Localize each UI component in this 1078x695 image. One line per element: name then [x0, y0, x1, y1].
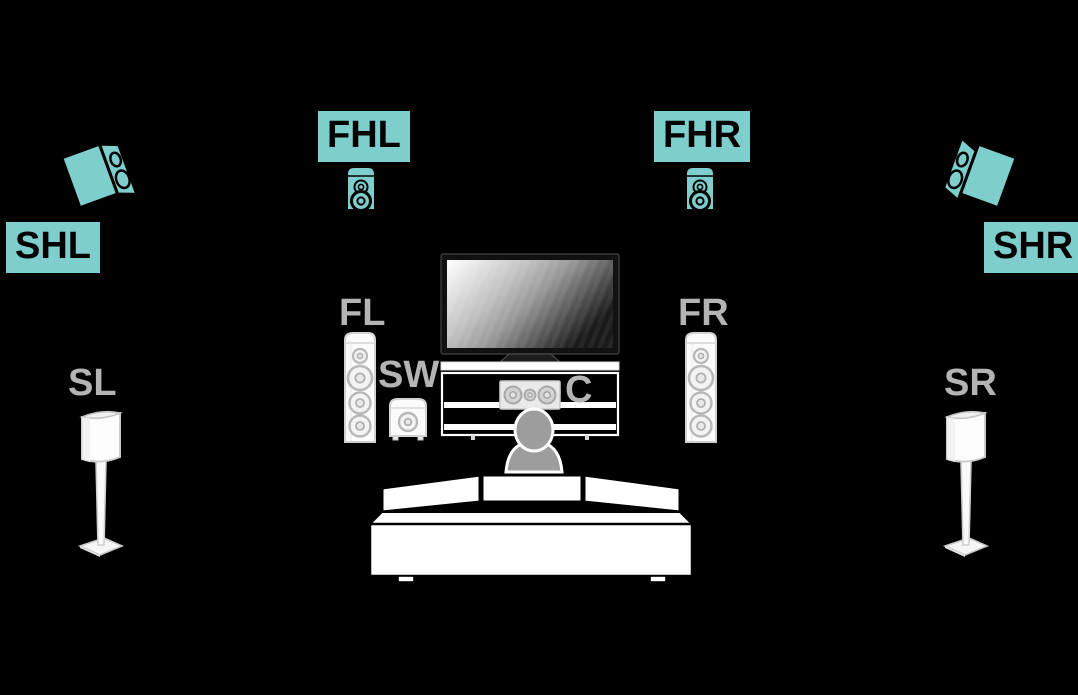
speaker-sw — [386, 393, 430, 443]
listener — [498, 407, 570, 474]
sofa — [367, 462, 695, 588]
label-fr: FR — [678, 292, 729, 334]
label-sr: SR — [944, 362, 997, 404]
speaker-sr — [935, 405, 997, 560]
speaker-fl — [340, 330, 380, 448]
label-sl: SL — [68, 362, 117, 404]
speaker-shl — [55, 136, 145, 220]
speaker-sl — [70, 405, 132, 560]
speaker-fhl — [343, 164, 379, 214]
label-c: C — [565, 369, 593, 411]
label-fl: FL — [339, 292, 386, 334]
label-shl: SHL — [6, 222, 100, 273]
speaker-center — [499, 380, 561, 410]
label-shr: SHR — [984, 222, 1078, 273]
television — [440, 253, 621, 364]
label-sw: SW — [378, 354, 440, 396]
speaker-shr — [933, 135, 1023, 220]
speaker-fr — [681, 330, 721, 448]
speaker-fhr — [682, 164, 718, 214]
label-fhl: FHL — [318, 111, 410, 162]
label-fhr: FHR — [654, 111, 751, 162]
